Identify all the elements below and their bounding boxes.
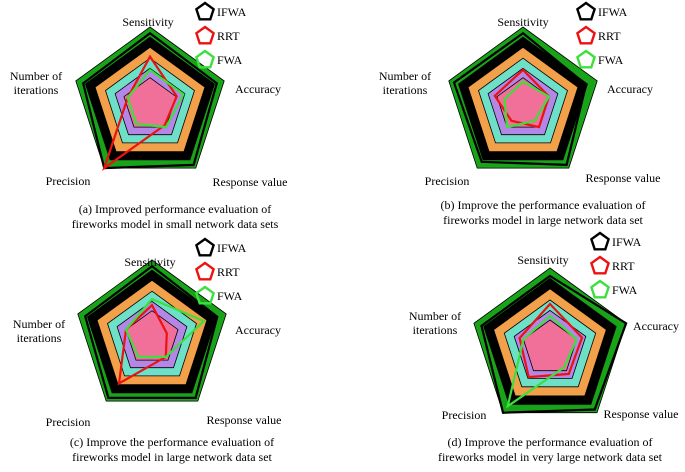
series-ifwa-polygon — [81, 31, 219, 170]
legend-ifwa-label: IFWA — [598, 5, 628, 19]
series-fwa-polygon — [124, 297, 206, 358]
legend-fwa-label: FWA — [612, 283, 638, 297]
legend-ifwa-icon — [194, 1, 216, 21]
axis-label-response-value: Response value — [586, 171, 661, 185]
series-ifwa-polygon — [83, 264, 219, 399]
legend-fwa-icon — [194, 49, 216, 69]
series-rrt-polygon — [102, 54, 178, 171]
legend-rrt-icon — [575, 25, 597, 45]
axis-label-sensitivity: Sensitivity — [517, 253, 568, 267]
radar-band-6 — [123, 77, 177, 128]
axis-label-accuracy: Accuracy — [633, 319, 679, 333]
legend-rrt-label: RRT — [217, 265, 240, 279]
legend-rrt-icon — [589, 255, 611, 275]
caption-line-1: (c) Improve the performance evaluation o… — [70, 435, 274, 449]
axis-label-response-value: Response value — [604, 407, 679, 421]
axis-label-precision: Precision — [46, 415, 91, 429]
legend-fwa-icon — [194, 285, 216, 305]
legend-rrt-label: RRT — [612, 259, 635, 273]
legend-rrt-label: RRT — [598, 29, 621, 43]
caption-line-2: fireworks model in large network data se… — [72, 450, 272, 464]
axis-label-precision: Precision — [425, 174, 470, 188]
legend-fwa-icon — [589, 279, 611, 299]
axis-label-accuracy: Accuracy — [607, 82, 653, 96]
caption-line-2: fireworks model in small network data se… — [72, 217, 279, 231]
legend-ifwa-icon — [589, 231, 611, 251]
legend-fwa-icon — [575, 49, 597, 69]
axis-label-accuracy: Accuracy — [235, 323, 281, 337]
caption-line-1: (d) Improve the performance evaluation o… — [448, 435, 653, 449]
axis-label-precision: Precision — [46, 174, 91, 188]
caption-line-1: (b) Improve the performance evaluation o… — [441, 198, 646, 212]
axis-label-precision: Precision — [442, 408, 487, 422]
axis-label-sensitivity: Sensitivity — [124, 255, 175, 269]
caption-line-2: fireworks model in large network data se… — [443, 213, 643, 227]
legend-ifwa-label: IFWA — [612, 235, 642, 249]
axis-label-response-value: Response value — [213, 175, 288, 189]
legend-ifwa-label: IFWA — [217, 5, 247, 19]
series-rrt-polygon — [518, 302, 584, 379]
legend-ifwa-icon — [194, 237, 216, 257]
axis-label-sensitivity: Sensitivity — [497, 15, 548, 29]
axis-label-accuracy: Accuracy — [235, 82, 281, 96]
series-ifwa-polygon — [452, 31, 588, 167]
legend-fwa-label: FWA — [598, 53, 624, 67]
series-ifwa-polygon — [480, 274, 628, 414]
legend-rrt-icon — [194, 25, 216, 45]
legend-rrt-label: RRT — [217, 29, 240, 43]
legend-rrt-icon — [194, 261, 216, 281]
caption-line-2: fireworks model in very large network da… — [438, 450, 663, 464]
legend-ifwa-icon — [575, 1, 597, 21]
legend-fwa-label: FWA — [217, 53, 243, 67]
series-fwa-polygon — [126, 68, 185, 129]
legend-fwa-label: FWA — [217, 289, 243, 303]
series-fwa-polygon — [503, 80, 551, 129]
caption-line-1: (a) Improved performance evaluation of — [79, 202, 272, 216]
axis-label-response-value: Response value — [207, 413, 282, 427]
axis-label-sensitivity: Sensitivity — [122, 15, 173, 29]
series-fwa-polygon — [505, 314, 578, 409]
legend-ifwa-label: IFWA — [217, 241, 247, 255]
